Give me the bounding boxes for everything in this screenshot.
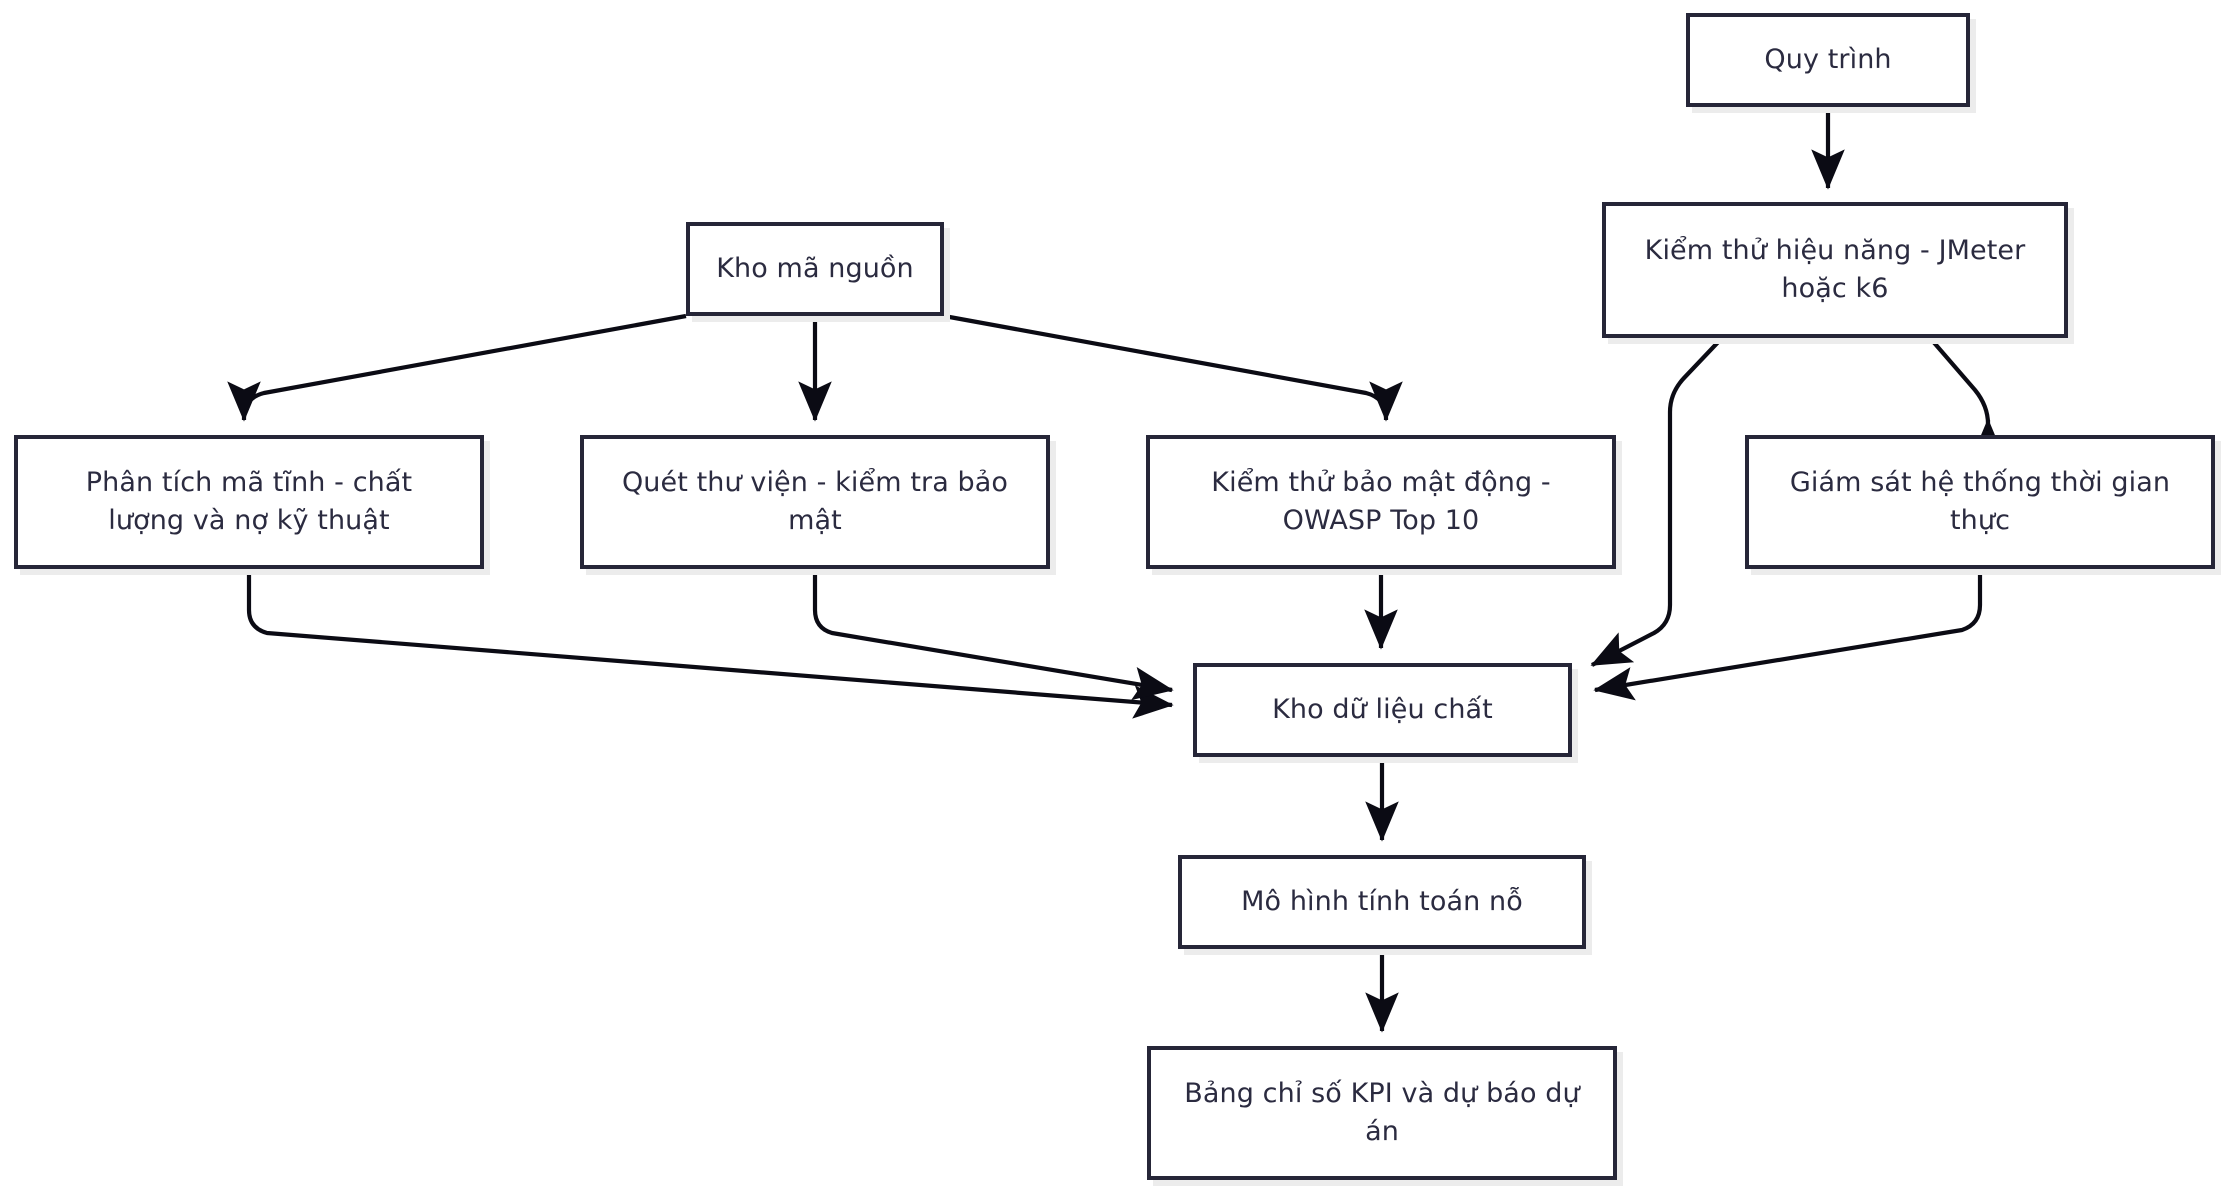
node-label: Quét thư viện - kiểm tra bảo mật xyxy=(621,466,1009,536)
node-kiem-thu-hieu-nang[interactable]: Kiểm thử hiệu năng - JMeter hoặc k6 xyxy=(1602,202,2068,338)
node-bang-chi-so-kpi[interactable]: Bảng chỉ số KPI và dự báo dự án xyxy=(1147,1046,1617,1180)
node-kiem-thu-bao-mat-dong[interactable]: Kiểm thử bảo mật động - OWASP Top 10 xyxy=(1146,435,1616,569)
node-label: Phân tích mã tĩnh - chất lượng và nợ kỹ … xyxy=(85,466,413,536)
node-label: Giám sát hệ thống thời gian thực xyxy=(1789,466,2171,536)
node-kho-ma-nguon[interactable]: Kho mã nguồn xyxy=(686,222,944,316)
node-label: Quy trình xyxy=(1764,43,1892,75)
edge-kho-ma-nguon-to-phan-tich-ma-tinh xyxy=(227,313,687,422)
node-kho-du-lieu-chat[interactable]: Kho dữ liệu chất xyxy=(1193,663,1572,757)
node-label: Kiểm thử hiệu năng - JMeter hoặc k6 xyxy=(1644,234,2026,304)
node-giam-sat-he-thong[interactable]: Giám sát hệ thống thời gian thực xyxy=(1745,435,2215,569)
node-label: Bảng chỉ số KPI và dự báo dự án xyxy=(1184,1077,1580,1147)
node-quet-thu-vien[interactable]: Quét thư viện - kiểm tra bảo mật xyxy=(580,435,1050,569)
node-label: Mô hình tính toán nỗ xyxy=(1241,885,1523,917)
node-quy-trinh[interactable]: Quy trình xyxy=(1686,13,1970,107)
edge-phan-tich-ma-tinh-to-kho-du-lieu-chat xyxy=(246,569,1174,719)
edge-giam-sat-he-thong-to-kho-du-lieu-chat xyxy=(1593,569,1983,701)
node-label: Kiểm thử bảo mật động - OWASP Top 10 xyxy=(1211,466,1551,536)
node-phan-tich-ma-tinh[interactable]: Phân tích mã tĩnh - chất lượng và nợ kỹ … xyxy=(14,435,484,569)
node-mo-hinh-tinh-toan[interactable]: Mô hình tính toán nỗ xyxy=(1178,855,1586,949)
edge-kho-ma-nguon-to-kiem-thu-bao-mat-dong xyxy=(943,313,1403,422)
edge-kiem-thu-hieu-nang-to-kho-du-lieu-chat xyxy=(1590,336,1724,667)
node-label: Kho mã nguồn xyxy=(716,252,914,284)
edge-quet-thu-vien-to-kho-du-lieu-chat xyxy=(812,569,1174,701)
node-label: Kho dữ liệu chất xyxy=(1272,693,1493,725)
edge-kiem-thu-hieu-nang-to-giam-sat-he-thong xyxy=(1928,336,2005,459)
